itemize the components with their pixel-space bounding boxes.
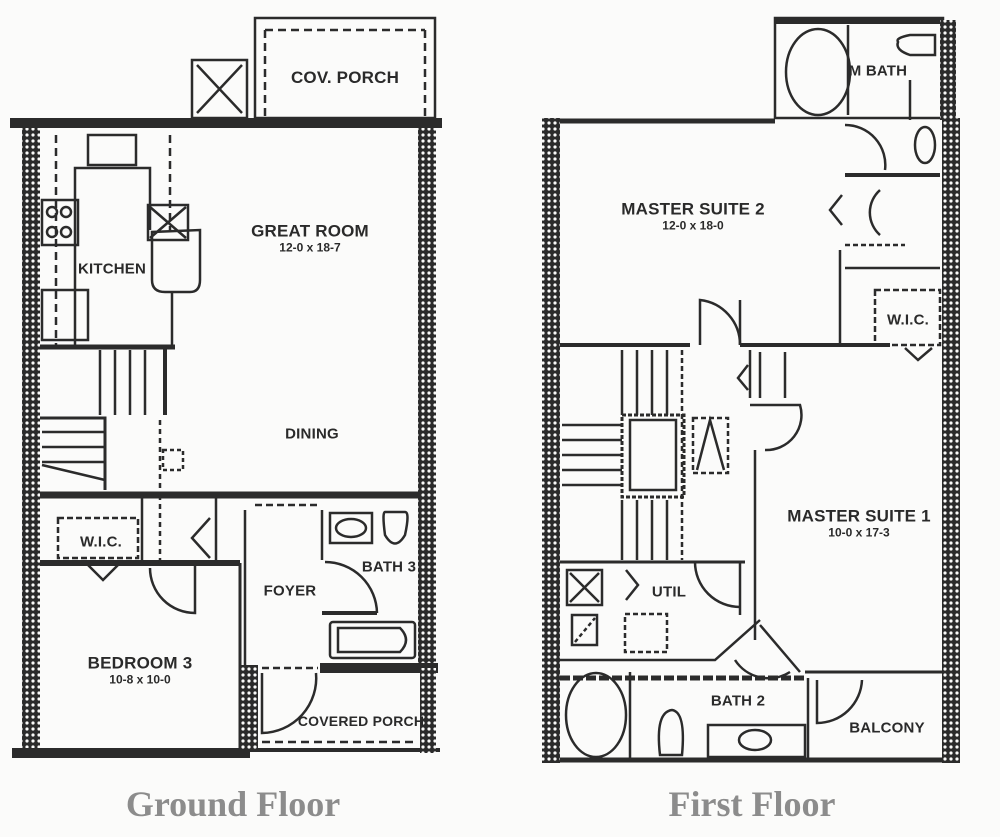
room-name: MASTER SUITE 2 — [621, 199, 765, 219]
room-name: BEDROOM 3 — [87, 653, 193, 673]
room-label-covered-porch: COVERED PORCH — [298, 713, 424, 729]
room-dimensions: 10-8 x 10-0 — [109, 671, 171, 686]
ground-floor-walls — [10, 16, 442, 758]
room-dimensions: 12-0 x 18-0 — [662, 217, 724, 232]
room-label-wic-ground: W.I.C. — [80, 533, 122, 550]
room-label-m-bath: M BATH — [849, 62, 907, 79]
room-dimensions: 10-0 x 17-3 — [828, 524, 890, 539]
room-name: UTIL — [651, 583, 687, 601]
room-label-cov-porch: COV. PORCH — [291, 68, 399, 88]
room-name: FOYER — [263, 582, 317, 600]
room-label-dining: DINING — [285, 425, 339, 442]
room-name: DINING — [285, 425, 339, 443]
room-label-master-suite-2: MASTER SUITE 2 12-0 x 18-0 — [621, 199, 765, 232]
room-name: W.I.C. — [886, 311, 930, 329]
room-name: W.I.C. — [79, 533, 123, 551]
room-name: M BATH — [848, 62, 908, 80]
ground-floor-title: Ground Floor — [125, 784, 341, 824]
room-label-bedroom-3: BEDROOM 3 10-8 x 10-0 — [88, 653, 193, 686]
first-floor-title: First Floor — [668, 784, 836, 824]
room-label-util: UTIL — [652, 583, 686, 600]
room-label-bath-3: BATH 3 — [362, 558, 416, 575]
room-label-master-suite-1: MASTER SUITE 1 10-0 x 17-3 — [787, 506, 931, 539]
room-name: KITCHEN — [77, 260, 147, 278]
room-name: BATH 2 — [710, 692, 766, 710]
room-name: COVERED PORCH — [297, 712, 425, 729]
room-label-kitchen: KITCHEN — [78, 260, 146, 277]
room-name: MASTER SUITE 1 — [787, 506, 931, 526]
room-label-wic-first: W.I.C. — [887, 311, 929, 328]
room-dimensions: 12-0 x 18-7 — [279, 239, 341, 254]
room-name: BATH 3 — [361, 558, 417, 576]
first-floor-walls — [542, 16, 960, 763]
room-label-foyer: FOYER — [264, 582, 317, 599]
room-name: COV. PORCH — [290, 68, 400, 88]
room-name: BALCONY — [849, 719, 925, 737]
room-label-bath-2: BATH 2 — [711, 692, 765, 709]
room-label-balcony: BALCONY — [849, 719, 925, 736]
room-label-great-room: GREAT ROOM 12-0 x 18-7 — [251, 221, 369, 254]
room-name: GREAT ROOM — [251, 221, 369, 241]
